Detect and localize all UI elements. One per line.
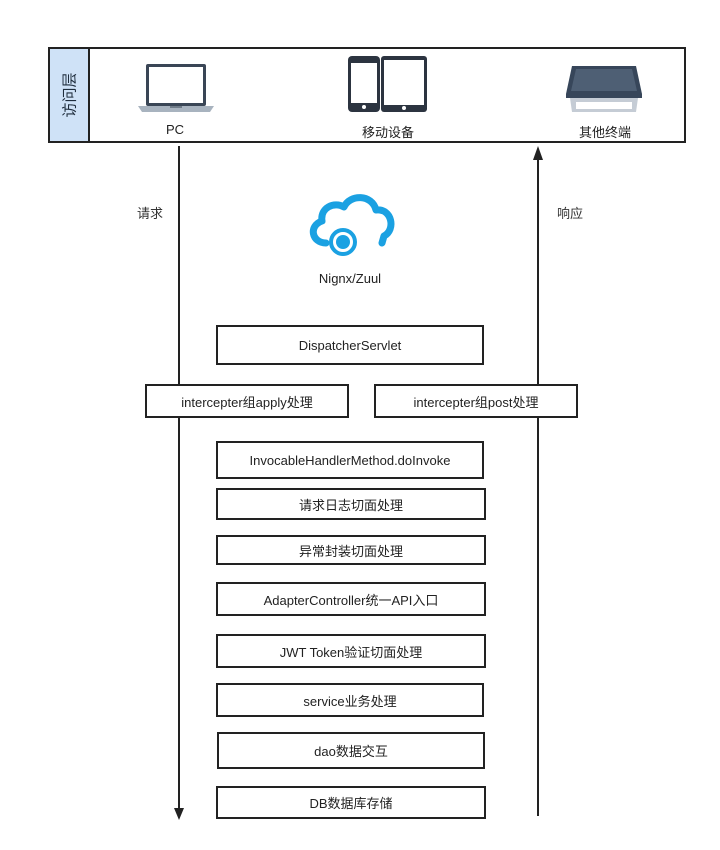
dispatcher-servlet-text: DispatcherServlet <box>298 337 402 353</box>
response-label: 响应 <box>557 206 584 221</box>
adapter-controller-box: AdapterController统一API入口 <box>216 582 486 616</box>
access-layer-label-panel: 访问层 <box>50 49 90 141</box>
mobile-devices-icon <box>348 56 427 112</box>
db-box: DB数据库存储 <box>216 786 486 819</box>
adapter-controller-text: AdapterController统一API入口 <box>263 592 439 608</box>
gateway-label: Nignx/Zuul <box>318 271 382 286</box>
exception-wrap-text: 异常封装切面处理 <box>298 543 403 559</box>
jwt-text: JWT Token验证切面处理 <box>279 644 423 660</box>
interceptor-post-box: intercepter组post处理 <box>374 384 578 418</box>
request-label: 请求 <box>137 206 164 221</box>
device-label-pc: PC <box>165 122 185 137</box>
response-arrowhead <box>533 146 543 160</box>
db-text: DB数据库存储 <box>309 796 393 811</box>
interceptor-apply-text: intercepter组apply处理 <box>181 394 313 410</box>
jwt-box: JWT Token验证切面处理 <box>216 634 486 668</box>
service-box: service业务处理 <box>216 683 484 717</box>
device-label-mobile: 移动设备 <box>361 125 414 140</box>
dao-box: dao数据交互 <box>217 732 485 769</box>
invoke-box: InvocableHandlerMethod.doInvoke <box>216 441 484 479</box>
interceptor-apply-box: intercepter组apply处理 <box>145 384 349 418</box>
cloud-icon <box>309 194 395 256</box>
request-arrowhead <box>174 808 184 820</box>
exception-wrap-box: 异常封装切面处理 <box>216 535 486 565</box>
interceptor-post-text: intercepter组post处理 <box>413 394 539 410</box>
laptop-icon <box>138 64 214 112</box>
invoke-text: InvocableHandlerMethod.doInvoke <box>249 452 451 468</box>
access-layer: 访问层 <box>48 47 686 143</box>
terminal-icon <box>566 66 642 112</box>
dispatcher-servlet-box: DispatcherServlet <box>216 325 484 365</box>
dao-text: dao数据交互 <box>314 744 388 759</box>
service-text: service业务处理 <box>303 693 397 709</box>
request-log-text: 请求日志切面处理 <box>298 497 403 513</box>
device-label-terminal: 其他终端 <box>578 125 631 140</box>
request-log-box: 请求日志切面处理 <box>216 488 486 520</box>
